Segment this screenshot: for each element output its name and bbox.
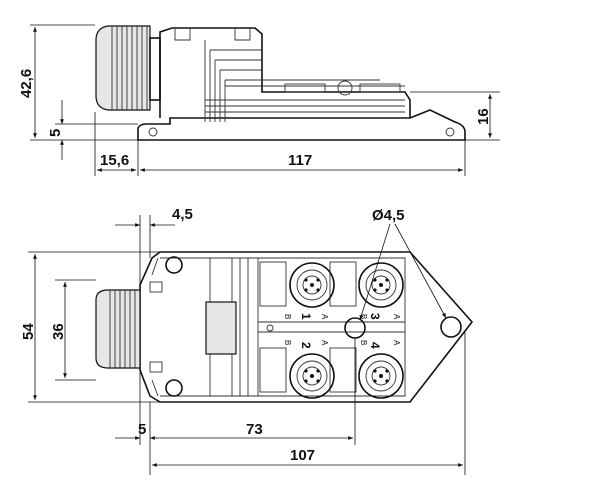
base-plate xyxy=(137,109,466,141)
mount-hole xyxy=(148,127,158,137)
svg-text:4: 4 xyxy=(368,342,382,349)
port-3: 3 B A xyxy=(358,262,404,320)
svg-text:B: B xyxy=(359,340,368,345)
port-2: 2 B A xyxy=(283,340,335,399)
top-view: 1 B A 2 B A 3 B A 4 B A 54 36 4,5 Ø4,5 5 xyxy=(20,206,474,475)
housing-body xyxy=(159,27,411,118)
svg-text:B: B xyxy=(283,340,292,345)
dim-mount-length: 107 xyxy=(290,447,315,464)
dim-gland-length: 15,6 xyxy=(100,152,129,169)
cable-gland xyxy=(95,289,141,369)
dim-hole-offset: 4,5 xyxy=(172,206,193,223)
port-4: 4 B A xyxy=(358,340,404,399)
label-field xyxy=(205,301,237,355)
center-hole xyxy=(344,317,366,339)
svg-text:B: B xyxy=(359,314,368,319)
svg-text:1: 1 xyxy=(299,313,313,320)
mount-hole xyxy=(165,379,183,397)
port-1: 1 B A xyxy=(283,262,335,320)
dim-hole-diameter: Ø4,5 xyxy=(372,207,405,224)
dim-gland-width: 36 xyxy=(50,323,67,340)
svg-text:B: B xyxy=(283,314,292,319)
mount-hole xyxy=(440,316,462,338)
dim-total-height: 42,6 xyxy=(18,69,35,98)
svg-text:2: 2 xyxy=(299,342,313,349)
svg-text:A: A xyxy=(320,314,329,320)
mount-hole xyxy=(445,127,455,137)
svg-text:3: 3 xyxy=(368,313,382,320)
mount-hole xyxy=(165,256,183,274)
side-view: 42,6 5 16 15,6 117 xyxy=(18,24,500,176)
dim-right-height: 16 xyxy=(475,108,492,125)
dim-port-spacing: 73 xyxy=(246,421,263,438)
dim-body-length: 117 xyxy=(288,152,312,169)
dim-base-height: 5 xyxy=(47,129,64,137)
svg-text:A: A xyxy=(392,340,401,346)
svg-text:A: A xyxy=(320,340,329,346)
svg-text:A: A xyxy=(392,314,401,320)
dim-offset-left: 5 xyxy=(138,421,146,438)
cable-gland xyxy=(95,25,161,111)
dim-total-width: 54 xyxy=(20,323,37,340)
